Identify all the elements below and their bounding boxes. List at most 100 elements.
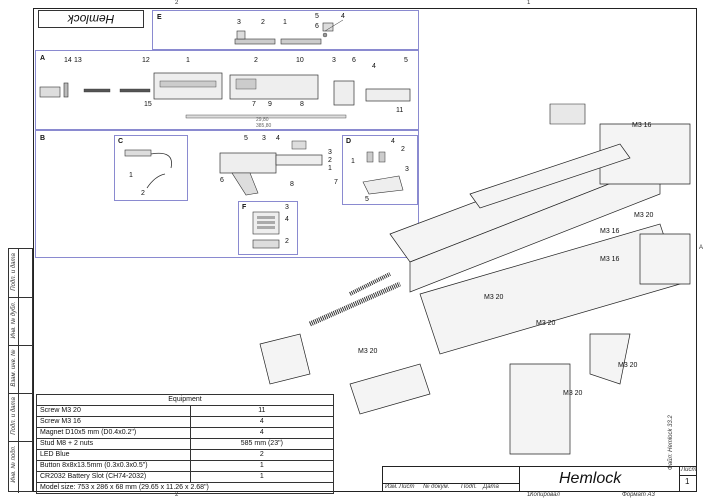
- stamp-label: Инв. № подл.: [11, 445, 17, 483]
- callout: 3: [332, 57, 336, 64]
- view-a-letter: A: [40, 55, 46, 62]
- callout: 5: [365, 196, 369, 203]
- copied-label: Копировал: [530, 492, 560, 498]
- zone-number: 2: [175, 0, 179, 6]
- sheet-label: Лист: [681, 467, 697, 473]
- equipment-qty: 1: [189, 471, 335, 483]
- exploded-assembly: [259, 103, 691, 455]
- zone-number: 1: [527, 0, 531, 6]
- view-a-box: A 14 13 12 1 2 10 3 6 4 5 15 7 9 8: [35, 50, 419, 130]
- callout: 2: [254, 57, 258, 64]
- equipment-qty: 585 mm (23"): [189, 438, 335, 450]
- callout: 3: [285, 204, 289, 211]
- tb-header: Лист: [399, 484, 415, 490]
- callout: 4: [276, 135, 280, 142]
- equipment-qty: 4: [189, 416, 335, 428]
- screw-callout: M3 20: [634, 212, 654, 219]
- callout: 1: [129, 172, 133, 179]
- callout: 8: [300, 101, 304, 108]
- title-block: Изм. Лист № докум. Подп. Дата Hemlock Ли…: [382, 466, 697, 492]
- equipment-item: Screw M3 16: [36, 416, 191, 428]
- callout: 10: [296, 57, 304, 64]
- callout: 13: [74, 57, 82, 64]
- equipment-item: Screw M3 20: [36, 405, 191, 417]
- stamp-label: Подп. и дата: [11, 397, 17, 435]
- view-f-letter: F: [242, 204, 247, 211]
- callout: 15: [144, 101, 152, 108]
- tb-header: Подп.: [461, 484, 477, 490]
- callout: 1: [186, 57, 190, 64]
- callout: 3: [237, 19, 241, 26]
- tb-header: № докум.: [423, 484, 450, 490]
- equipment-item: Button 8x8x13.5mm (0.3x0.3x0.5"): [36, 460, 191, 472]
- equipment-item: LED Blue: [36, 449, 191, 461]
- callout: 1: [351, 158, 355, 165]
- view-c-parts: [124, 149, 172, 189]
- view-c-box: C 1 2: [114, 135, 188, 201]
- callout: 11: [396, 107, 404, 114]
- drawing-title: Hemlock: [559, 470, 622, 487]
- callout: 2: [261, 19, 265, 26]
- callout: 3: [262, 135, 266, 142]
- zone-number: 2: [175, 492, 179, 498]
- view-d-parts: [362, 151, 404, 195]
- callout: 7: [334, 179, 338, 186]
- screw-callout: M3 20: [563, 390, 583, 397]
- view-f-box: F 3 4 2: [238, 201, 298, 255]
- callout: 5: [315, 13, 319, 20]
- zone-number: 1: [527, 492, 531, 498]
- equipment-qty: 11: [189, 405, 335, 417]
- callout: 4: [391, 138, 395, 145]
- equipment-qty: 1: [189, 460, 335, 472]
- view-b-parts: [219, 140, 323, 196]
- view-b-letter: B: [40, 135, 46, 142]
- callout: 3: [328, 149, 332, 156]
- view-f-parts: [252, 211, 280, 249]
- screw-callout: M3 20: [618, 362, 638, 369]
- callout: 3: [405, 166, 409, 173]
- equipment-item: Stud M8 + 2 nuts: [36, 438, 191, 450]
- callout: 4: [341, 13, 345, 20]
- callout: 14: [64, 57, 72, 64]
- format-label: Формат A3: [622, 492, 655, 498]
- callout: 8: [290, 181, 294, 188]
- callout: 7: [252, 101, 256, 108]
- screw-callout: M3 16: [600, 256, 620, 263]
- tb-header: Дата: [483, 484, 499, 490]
- equipment-qty: 4: [189, 427, 335, 439]
- stamp-label: Инв. № дубл.: [11, 301, 17, 339]
- view-e-box: E 3 2 1 5 4 6: [152, 10, 419, 50]
- tb-header: Изм.: [385, 484, 398, 490]
- callout: 1: [328, 165, 332, 172]
- callout: 2: [328, 157, 332, 164]
- file-label: Файл: Hemlock 33.2: [668, 415, 674, 470]
- callout: 2: [401, 146, 405, 153]
- callout: 1: [283, 19, 287, 26]
- screw-callout: M3 20: [484, 294, 504, 301]
- side-letter: A: [699, 245, 704, 251]
- view-e-letter: E: [157, 14, 162, 21]
- callout: 4: [372, 63, 376, 70]
- stamp-label: Взам. инв. №: [11, 349, 17, 387]
- callout: 6: [315, 23, 319, 30]
- stamp-label: Подп. и дата: [11, 253, 17, 291]
- view-c-letter: C: [118, 138, 124, 145]
- view-e-parts: [234, 19, 344, 45]
- callout: 2: [141, 190, 145, 197]
- view-d-box: D 4 2 1 3 5: [342, 135, 418, 205]
- callout: 4: [285, 216, 289, 223]
- drawing-frame: [33, 8, 697, 492]
- equipment-qty: 2: [189, 449, 335, 461]
- screw-callout: M3 20: [536, 320, 556, 327]
- dimension-label: 385,80: [256, 123, 272, 129]
- equipment-header: Equipment: [36, 394, 334, 406]
- model-size: Model size: 753 x 286 x 68 mm (29.65 x 1…: [36, 482, 334, 494]
- screw-callout: M3 16: [632, 122, 652, 129]
- view-a-parts: [39, 72, 411, 119]
- screw-callout: M3 20: [358, 348, 378, 355]
- view-d-letter: D: [346, 138, 352, 145]
- callout: 6: [220, 177, 224, 184]
- equipment-item: CR2032 Battery Slot (CH74-2032): [36, 471, 191, 483]
- equipment-item: Magnet D10x5 mm (D0.4x0.2"): [36, 427, 191, 439]
